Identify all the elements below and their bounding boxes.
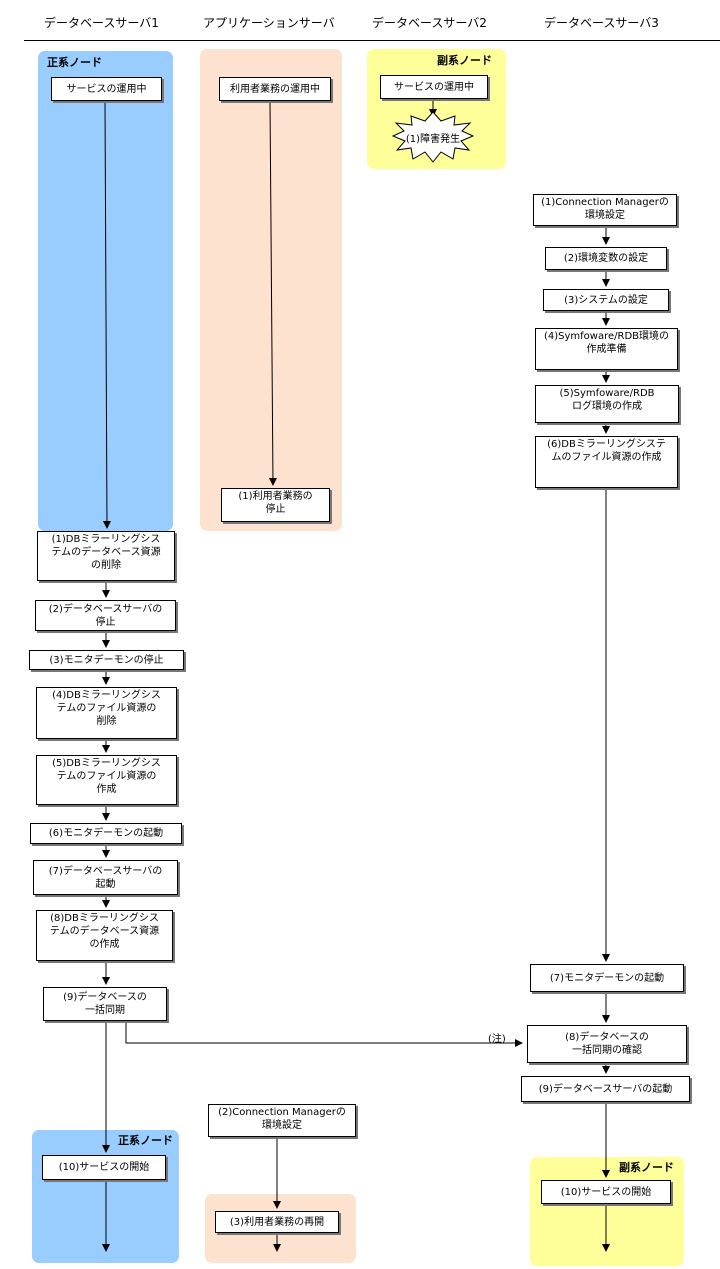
db2-running-box: サービスの運用中	[380, 75, 488, 99]
db1-step-5: (5)DBミラーリングシス テムのファイル資源の 作成	[36, 755, 177, 805]
db1-step-3: (3)モニタデーモンの停止	[29, 650, 184, 670]
sync-note-label: (注)	[488, 1034, 506, 1045]
header-app: アプリケーションサーバ	[203, 16, 335, 30]
header-db3: データベースサーバ3	[544, 16, 659, 30]
db3-step-2: (2)環境変数の設定	[545, 247, 667, 270]
db1-flow-lines	[102, 100, 523, 1252]
db3-step-7: (7)モニタデーモンの起動	[530, 964, 684, 992]
db3-step-6: (6)DBミラーリングシステ ムのファイル資源の作成	[535, 436, 678, 488]
db3-step-9: (9)データベースサーバの起動	[521, 1076, 690, 1102]
header-db2: データベースサーバ2	[372, 16, 487, 30]
header-divider	[24, 40, 720, 41]
secondary-node-label-db3: 副系ノード	[619, 1161, 674, 1174]
db3-step-5: (5)Symfoware/RDB ログ環境の作成	[535, 385, 679, 423]
db3-step-1: (1)Connection Managerの 環境設定	[533, 194, 677, 226]
db1-step-7: (7)データベースサーバの 起動	[33, 860, 178, 895]
db1-step-10: (10)サービスの開始	[42, 1155, 166, 1180]
failure-burst-shape	[391, 111, 475, 163]
db3-step-3: (3)システムの設定	[543, 289, 669, 311]
app-flow-lines	[268, 100, 281, 1252]
db3-step-4: (4)Symfoware/RDB環境の 作成準備	[535, 328, 678, 370]
secondary-node-label-db2: 副系ノード	[437, 54, 492, 67]
db1-step-2: (2)データベースサーバの 停止	[35, 600, 176, 631]
db2-failure-label: (1)障害発生	[405, 134, 461, 145]
db1-running-box: サービスの運用中	[51, 77, 162, 101]
primary-node-label-bottom: 正系ノード	[118, 1134, 173, 1147]
app-step-2: (2)Connection Managerの 環境設定	[208, 1104, 356, 1137]
primary-node-label-top: 正系ノード	[47, 56, 102, 69]
app-step-3: (3)利用者業務の再開	[215, 1211, 339, 1233]
db1-step-9: (9)データベースの 一括同期	[43, 987, 167, 1021]
db1-step-8: (8)DBミラーリングシス テムのデータベース資源 の作成	[36, 910, 173, 961]
db3-step-10: (10)サービスの開始	[541, 1180, 671, 1204]
db1-step-1: (1)DBミラーリングシス テムのデータベース資源 の削除	[37, 531, 175, 581]
db1-step-6: (6)モニタデーモンの起動	[30, 823, 182, 844]
header-db1: データベースサーバ1	[44, 16, 159, 30]
db3-step-8: (8)データベースの 一括同期の確認	[527, 1025, 687, 1063]
app-step-1: (1)利用者業務の 停止	[221, 488, 330, 522]
app-running-box: 利用者業務の運用中	[219, 77, 331, 101]
db1-step-4: (4)DBミラーリングシス テムのファイル資源の 削除	[36, 687, 177, 739]
